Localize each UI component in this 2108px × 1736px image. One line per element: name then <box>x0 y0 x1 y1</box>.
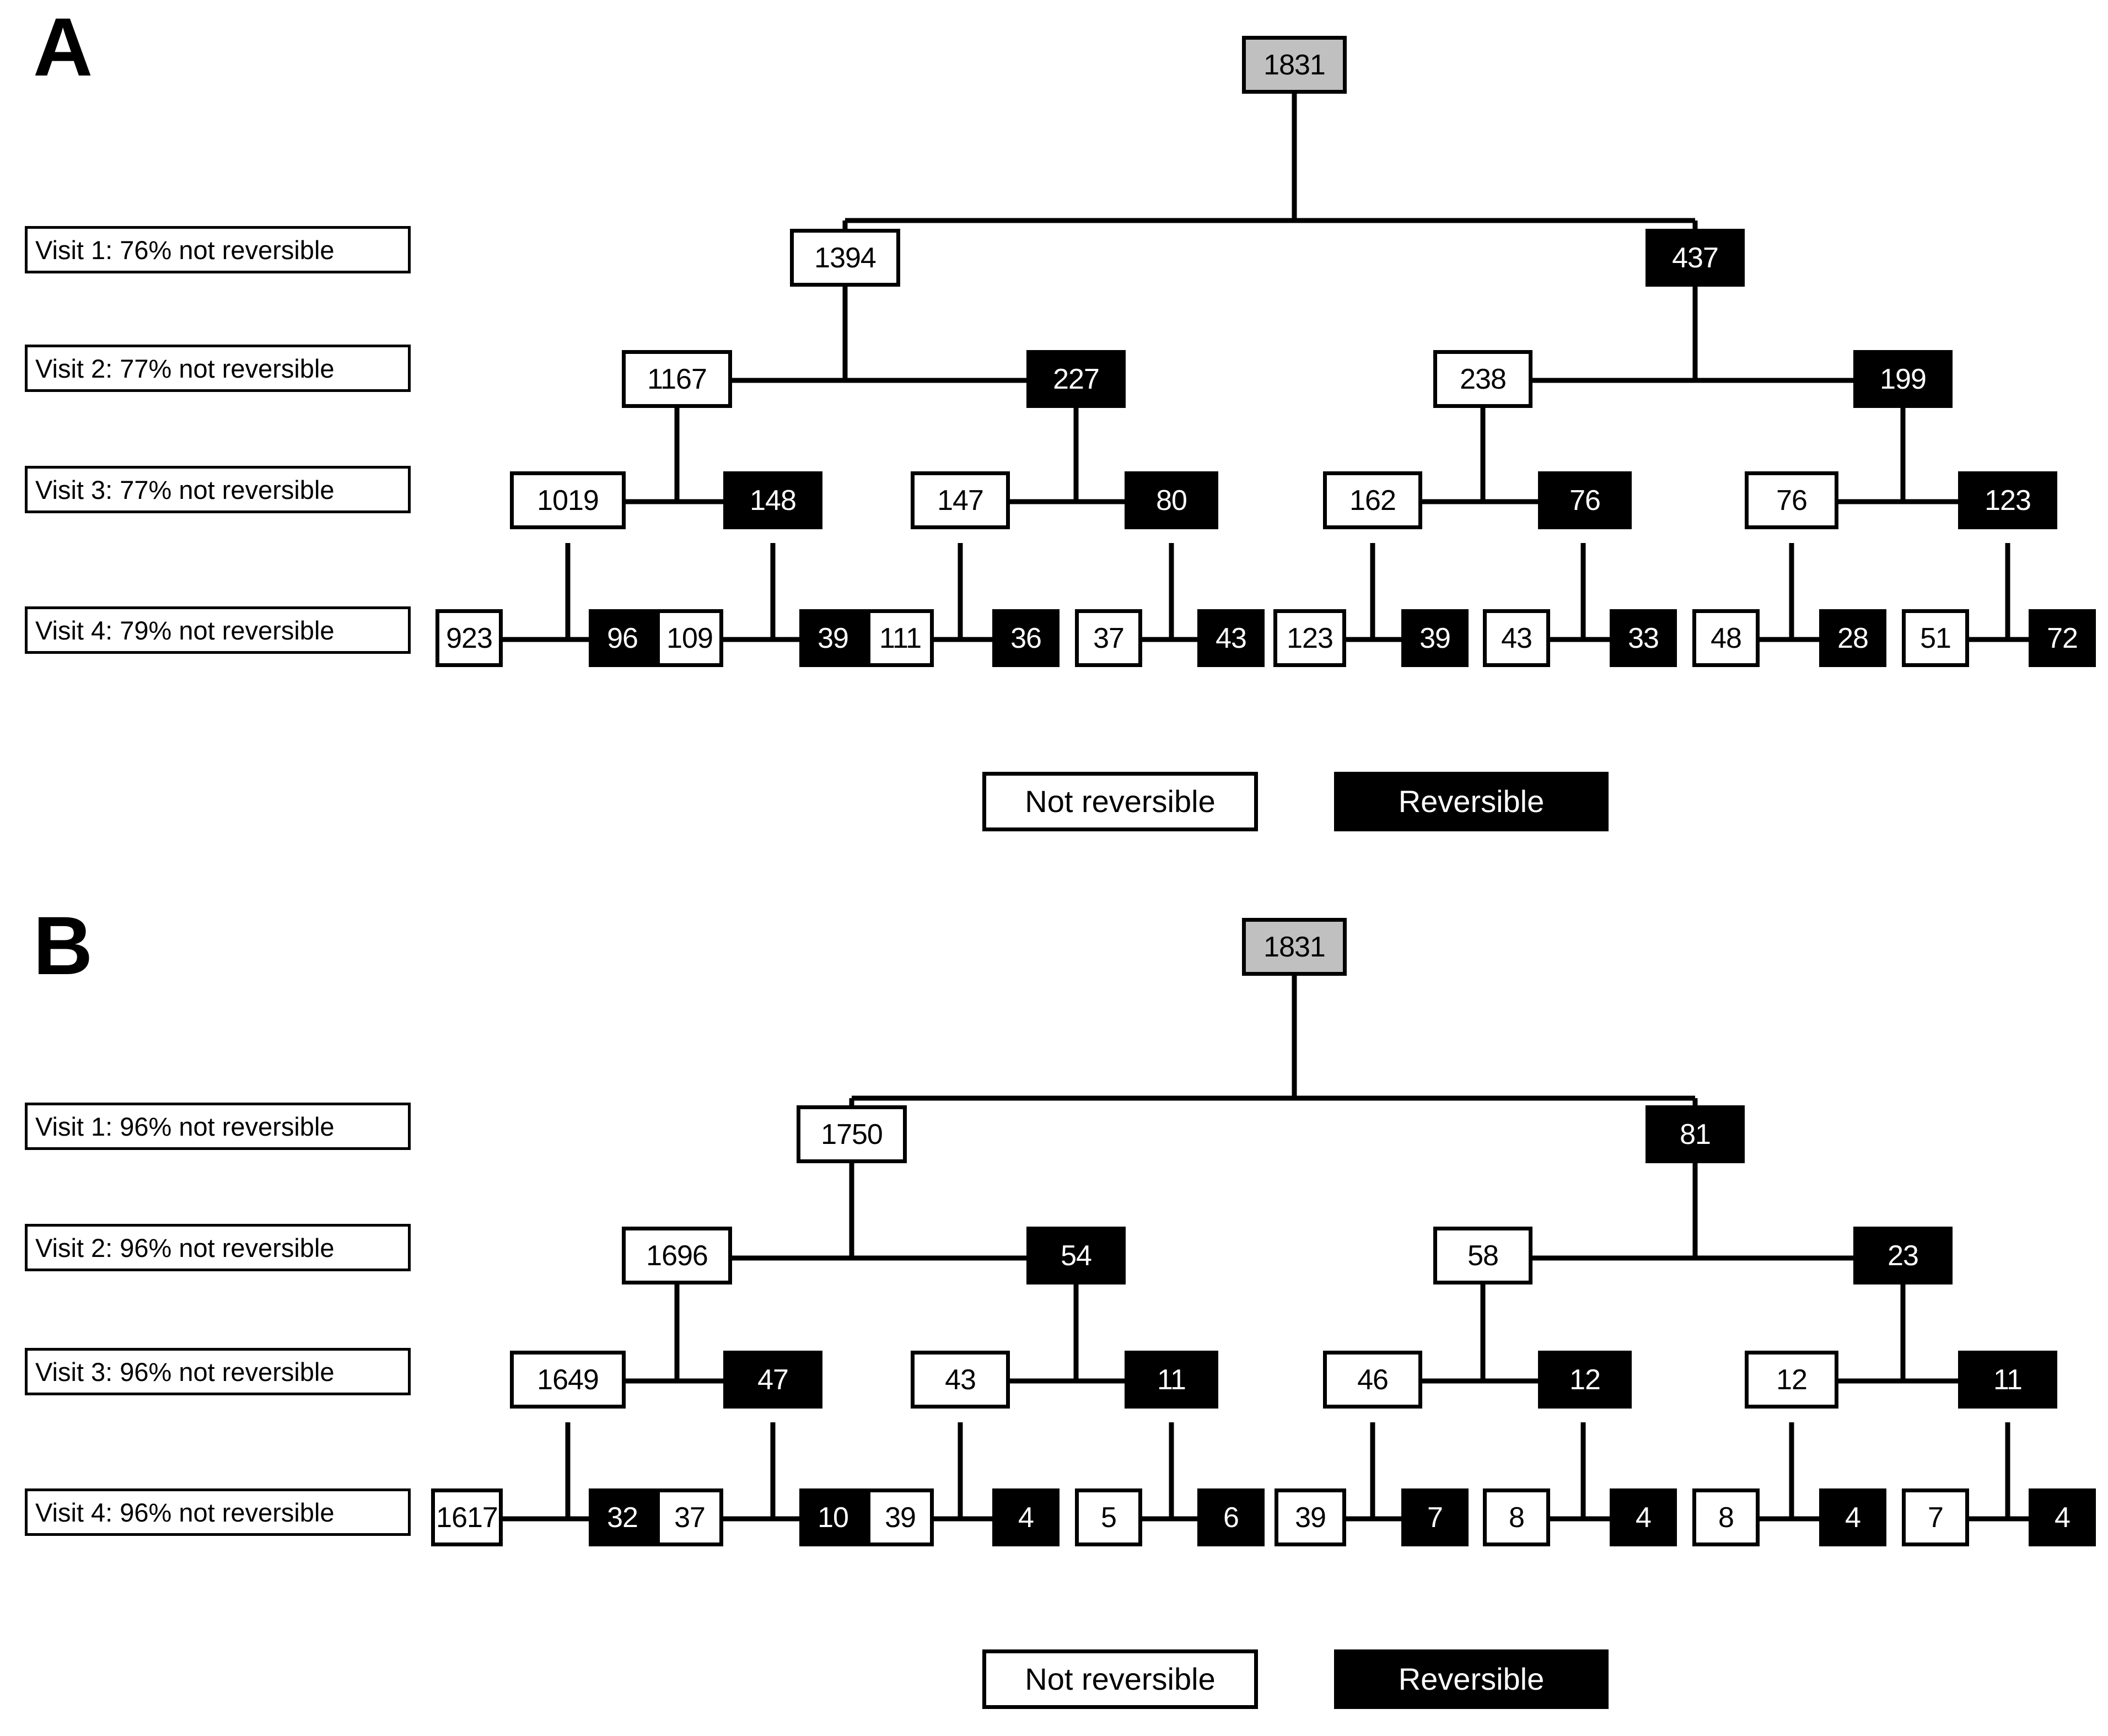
node-b-l4-11: 4 <box>1610 1488 1677 1546</box>
node-b-l2-3: 23 <box>1853 1227 1953 1284</box>
node-a-l1-1: 437 <box>1645 229 1745 287</box>
tree-connectors-b <box>0 882 2108 1736</box>
node-a-l4-15: 72 <box>2029 609 2096 667</box>
node-b-l2-0: 1696 <box>622 1227 732 1284</box>
legend-a-not-reversible: Not reversible <box>982 772 1258 831</box>
visit-label-a-3: Visit 3: 77% not reversible <box>25 466 411 513</box>
visit-label-a-2: Visit 2: 77% not reversible <box>25 345 411 392</box>
node-a-l4-10: 43 <box>1483 609 1550 667</box>
node-b-l3-1: 47 <box>723 1351 822 1409</box>
node-a-l4-14: 51 <box>1902 609 1969 667</box>
visit-label-a-1: Visit 1: 76% not reversible <box>25 226 411 273</box>
node-b-l3-5: 12 <box>1538 1351 1632 1409</box>
node-a-l3-6: 76 <box>1745 471 1838 529</box>
node-b-l1-0: 1750 <box>797 1105 907 1163</box>
visit-label-b-2: Visit 2: 96% not reversible <box>25 1224 411 1271</box>
node-a-l4-13: 28 <box>1819 609 1886 667</box>
node-a-l4-4: 111 <box>867 609 934 667</box>
node-a-l3-7: 123 <box>1958 471 2057 529</box>
node-a-l3-0: 1019 <box>510 471 626 529</box>
node-b-l4-15: 4 <box>2029 1488 2096 1546</box>
node-b-l3-6: 12 <box>1745 1351 1838 1409</box>
node-b-l4-1: 32 <box>589 1488 656 1546</box>
visit-label-a-4: Visit 4: 79% not reversible <box>25 606 411 654</box>
node-b-l2-1: 54 <box>1026 1227 1126 1284</box>
node-a-l4-2: 109 <box>656 609 723 667</box>
node-b-l1-1: 81 <box>1645 1105 1745 1163</box>
node-b-l4-3: 10 <box>799 1488 867 1546</box>
visit-label-b-3: Visit 3: 96% not reversible <box>25 1348 411 1395</box>
node-a-l4-12: 48 <box>1692 609 1760 667</box>
node-b-l3-2: 43 <box>911 1351 1010 1409</box>
panel-letter-b: B <box>33 899 93 992</box>
node-b-l4-7: 6 <box>1197 1488 1265 1546</box>
legend-a-reversible: Reversible <box>1334 772 1609 831</box>
node-b-l4-2: 37 <box>656 1488 723 1546</box>
node-b-l2-2: 58 <box>1433 1227 1532 1284</box>
node-a-l4-11: 33 <box>1610 609 1677 667</box>
node-a-l4-5: 36 <box>992 609 1060 667</box>
node-a-l3-5: 76 <box>1538 471 1632 529</box>
node-a-l4-3: 39 <box>799 609 867 667</box>
node-b-l4-4: 39 <box>867 1488 934 1546</box>
node-a-l2-0: 1167 <box>622 350 732 408</box>
node-b-l3-7: 11 <box>1958 1351 2057 1409</box>
node-b-l3-4: 46 <box>1323 1351 1422 1409</box>
node-b-l4-13: 4 <box>1819 1488 1886 1546</box>
node-b-l4-10: 8 <box>1483 1488 1550 1546</box>
node-b-l3-3: 11 <box>1125 1351 1218 1409</box>
node-a-l4-6: 37 <box>1075 609 1142 667</box>
node-b-l4-6: 5 <box>1075 1488 1142 1546</box>
visit-label-b-4: Visit 4: 96% not reversible <box>25 1488 411 1536</box>
node-a-root: 1831 <box>1242 36 1347 94</box>
legend-b-not-reversible: Not reversible <box>982 1649 1258 1709</box>
node-a-l3-2: 147 <box>911 471 1010 529</box>
visit-label-b-1: Visit 1: 96% not reversible <box>25 1103 411 1150</box>
node-b-root: 1831 <box>1242 918 1347 976</box>
panel-a: A Visit 1: 76% not reversible Visit 2: 7… <box>25 1 2096 831</box>
legend-b-reversible: Reversible <box>1334 1649 1609 1709</box>
node-b-l4-12: 8 <box>1692 1488 1760 1546</box>
node-a-l4-0: 923 <box>435 609 503 667</box>
panel-b: B Visit 1: 96% not reversible Visit 2: 9… <box>0 882 2108 1736</box>
node-a-l1-0: 1394 <box>790 229 900 287</box>
node-a-l2-1: 227 <box>1026 350 1126 408</box>
node-b-l4-0: 1617 <box>431 1488 503 1546</box>
node-a-l4-7: 43 <box>1197 609 1265 667</box>
node-a-l3-4: 162 <box>1323 471 1422 529</box>
node-a-l4-9: 39 <box>1401 609 1469 667</box>
node-b-l3-0: 1649 <box>510 1351 626 1409</box>
node-a-l2-3: 199 <box>1853 350 1953 408</box>
node-b-l4-14: 7 <box>1902 1488 1969 1546</box>
node-a-l4-8: 123 <box>1273 609 1346 667</box>
node-b-l4-5: 4 <box>992 1488 1060 1546</box>
node-a-l4-1: 96 <box>589 609 656 667</box>
node-a-l2-2: 238 <box>1433 350 1532 408</box>
tree-connectors-a <box>480 94 2067 642</box>
node-a-l3-1: 148 <box>723 471 822 529</box>
panel-letter-a: A <box>33 1 93 93</box>
node-b-l4-8: 39 <box>1275 1488 1346 1546</box>
node-b-l4-9: 7 <box>1401 1488 1469 1546</box>
node-a-l3-3: 80 <box>1125 471 1218 529</box>
